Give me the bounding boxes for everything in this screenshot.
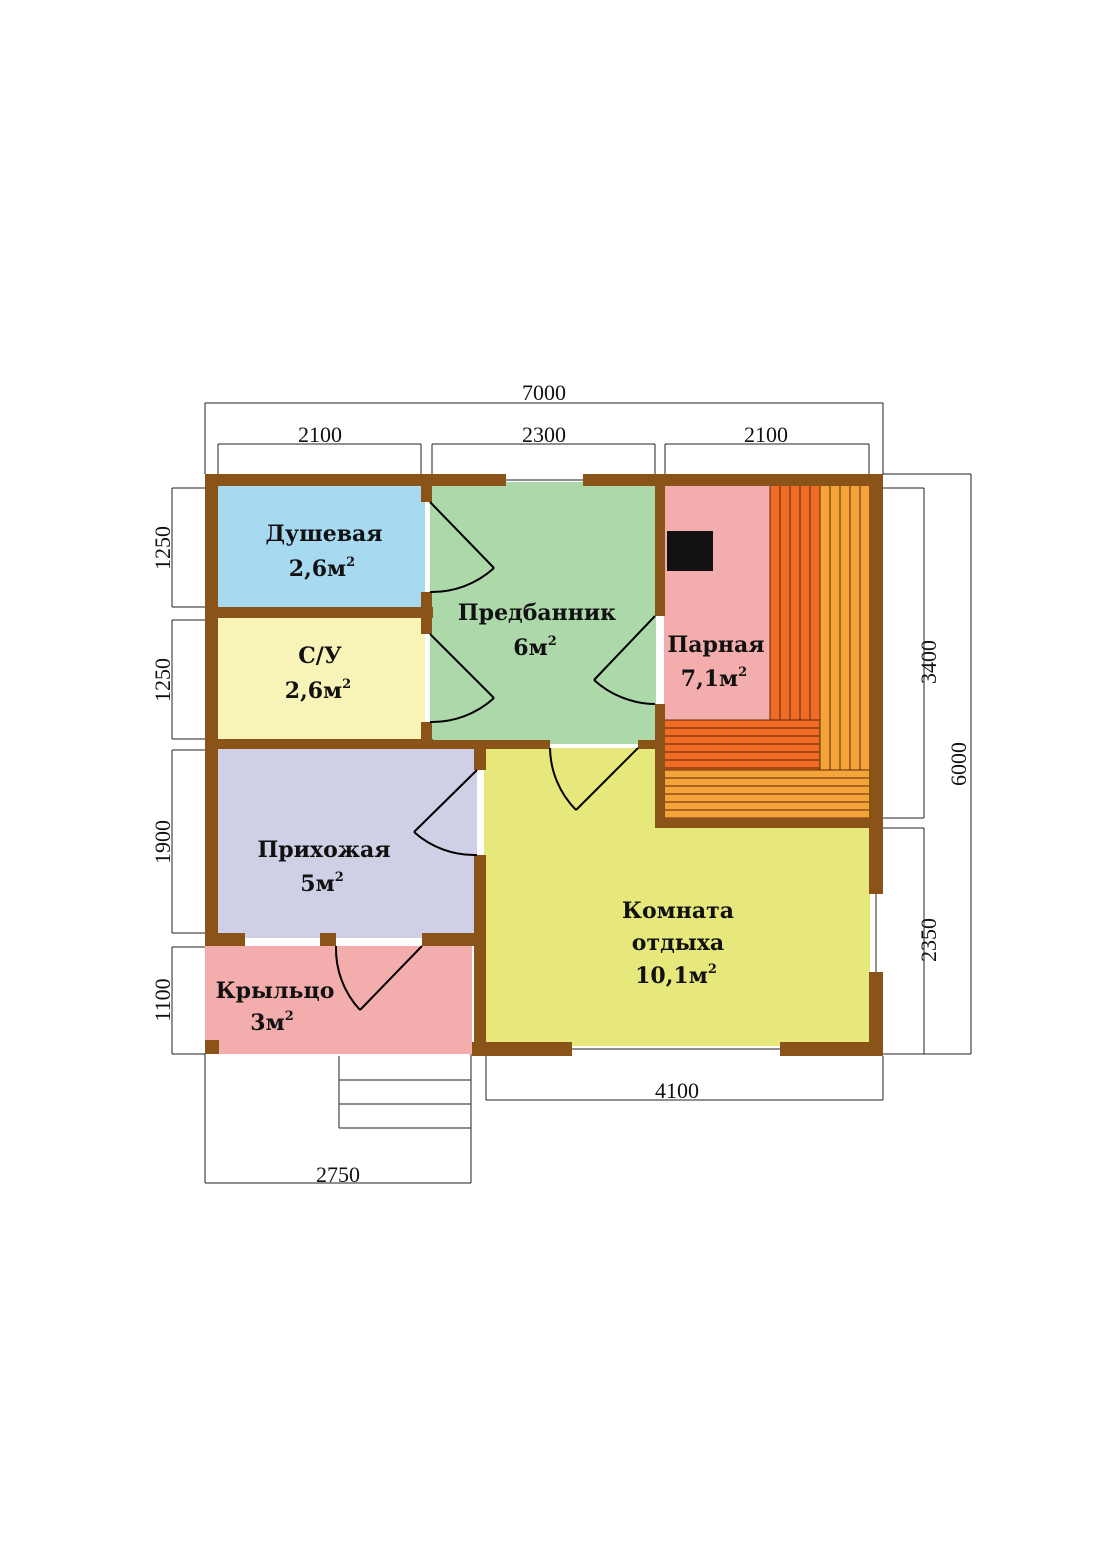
- windows: [506, 479, 877, 1050]
- dim-left-4: 1100: [150, 978, 175, 1021]
- sauna-bench: [664, 486, 871, 819]
- dim-bottom-porch: 2750: [316, 1162, 360, 1187]
- dim-top-right: 2100: [744, 422, 788, 447]
- rest-label-1: Комната: [622, 898, 734, 924]
- porch-area: 3м2: [250, 1009, 293, 1036]
- dim-left-3: 1900: [150, 820, 175, 864]
- anteroom-label: Предбанник: [458, 600, 616, 626]
- hallway-room: [217, 748, 477, 938]
- shower-room: [217, 486, 425, 607]
- dim-bottom-rest: 4100: [655, 1078, 699, 1103]
- hallway-label: Прихожая: [258, 837, 391, 863]
- anteroom-area: 6м2: [513, 634, 556, 661]
- shower-area: 2,6м2: [289, 555, 355, 582]
- walls: [205, 474, 883, 1056]
- dim-top-mid: 2300: [522, 422, 566, 447]
- dim-total-height: 6000: [946, 742, 971, 786]
- wc-area: 2,6м2: [285, 677, 351, 704]
- dimensions-bottom: 4100 2750: [204, 1054, 884, 1187]
- wc-room: [217, 618, 425, 739]
- dimensions-top: 7000 2100 2300 2100: [204, 380, 884, 474]
- dim-left-2: 1250: [150, 658, 175, 702]
- steam-area: 7,1м2: [681, 665, 747, 692]
- doors: [334, 501, 656, 1011]
- wc-label: С/У: [298, 643, 342, 669]
- hallway-area: 5м2: [300, 870, 343, 897]
- dim-top-left: 2100: [298, 422, 342, 447]
- steam-label: Парная: [667, 632, 764, 658]
- rest-area: 10,1м2: [635, 962, 717, 989]
- dim-right-1: 3400: [916, 640, 941, 684]
- stove: [667, 531, 713, 571]
- porch-stairs: [338, 1056, 471, 1129]
- dim-total-width: 7000: [522, 380, 566, 405]
- rest-label-2: отдыха: [632, 930, 724, 956]
- shower-label: Душевая: [265, 521, 382, 547]
- dim-left-1: 1250: [150, 526, 175, 570]
- dimensions-left: 1250 1250 1900 1100: [150, 487, 205, 1055]
- porch-room: [205, 946, 472, 1054]
- anteroom-room: [430, 482, 656, 744]
- porch-label: Крыльцо: [216, 978, 335, 1004]
- dim-right-2: 2350: [916, 918, 941, 962]
- rest-room: [484, 748, 870, 1046]
- dimensions-right: 3400 2350 6000: [883, 473, 972, 1055]
